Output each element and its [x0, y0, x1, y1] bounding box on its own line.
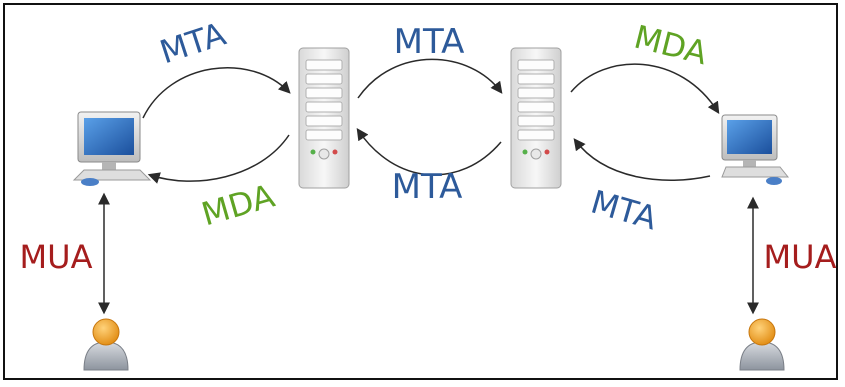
arrow-server1-to-server2 — [357, 58, 503, 99]
arrow-server2-to-client — [570, 63, 720, 115]
diagram-border — [3, 3, 838, 380]
label-mta-center-top: MTA — [394, 22, 465, 62]
computer-icon — [721, 114, 790, 185]
arrow-server1-to-client — [147, 134, 290, 184]
server-icon — [510, 47, 562, 189]
label-mta-right-bottom: MTA — [587, 183, 662, 238]
label-mta-left-top: MTA — [155, 15, 230, 72]
arrow-client-to-server2 — [573, 138, 711, 181]
user-icon — [739, 318, 785, 371]
arrow-server2-to-server1 — [356, 128, 502, 176]
label-mda-left-bottom: MDA — [197, 177, 278, 234]
user-icon — [83, 318, 129, 371]
server-icon — [298, 47, 350, 189]
arrow-client-to-server1 — [142, 66, 291, 119]
label-mta-center-bottom: MTA — [392, 167, 463, 207]
label-mua-left: MUA — [20, 238, 93, 276]
computer-icon — [72, 111, 152, 186]
label-mua-right: MUA — [764, 238, 837, 276]
